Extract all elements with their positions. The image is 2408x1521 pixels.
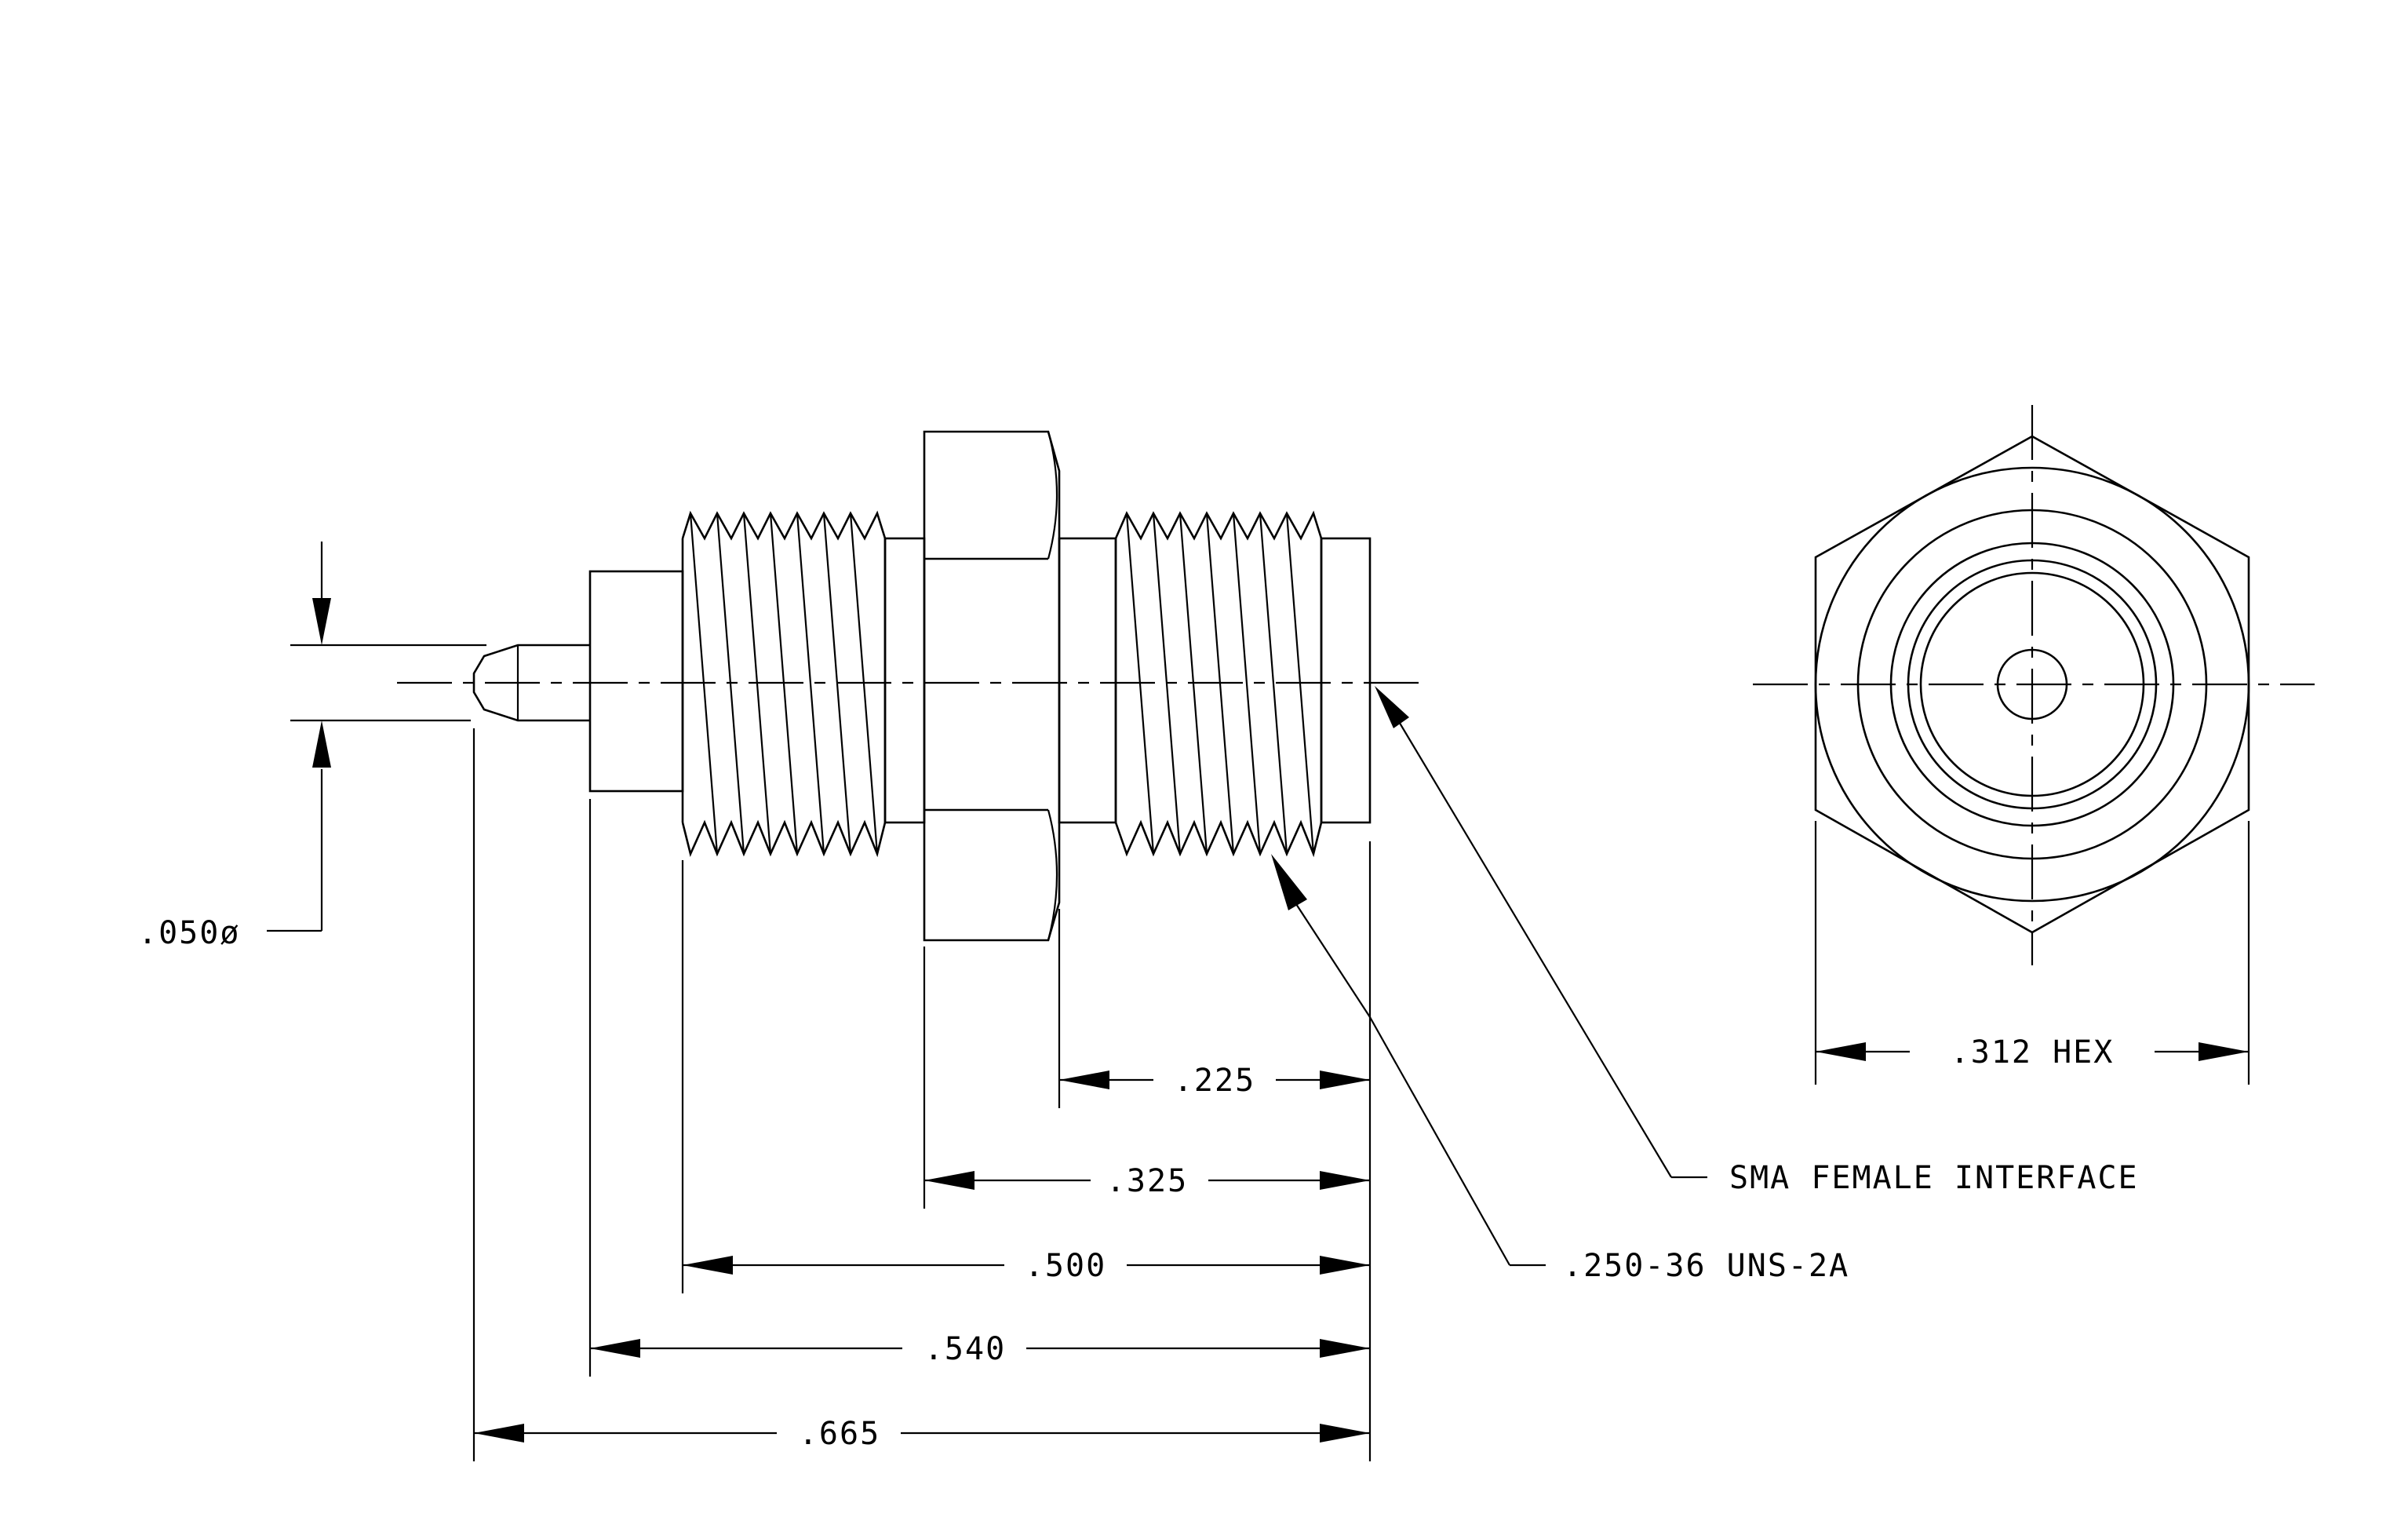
neck [1058, 537, 1117, 824]
thread-callout: .250-36 UNS-2A [1563, 1248, 1849, 1284]
interface-leader [1375, 686, 1707, 1179]
hex-nut-side [923, 430, 1061, 942]
hex-dimension [1814, 821, 2250, 1085]
pin-diameter-dimension [267, 542, 486, 932]
dim-500-label: .500 [1025, 1248, 1106, 1284]
side-view [397, 430, 1430, 942]
dim-665-label: .665 [799, 1416, 880, 1452]
end-view [1753, 405, 2315, 965]
interface-callout: SMA FEMALE INTERFACE [1729, 1160, 2139, 1196]
dim-325 [924, 1171, 1370, 1190]
dim-500 [683, 1256, 1370, 1275]
extension-lines [472, 728, 1372, 1461]
dim-225-label: .225 [1174, 1063, 1255, 1099]
hex-dimension-label: .312 HEX [1951, 1034, 2115, 1071]
dim-225 [1059, 1071, 1370, 1089]
dim-540 [590, 1339, 1370, 1358]
shoulder [883, 537, 926, 824]
dim-665 [474, 1424, 1370, 1443]
thread-leader [1271, 854, 1546, 1267]
rear-flange [588, 570, 684, 793]
pin-diameter-label: .050ø [138, 915, 240, 951]
dim-325-label: .325 [1106, 1163, 1188, 1199]
hex-chamfer-circle [1814, 466, 2250, 903]
dim-540-label: .540 [924, 1331, 1006, 1367]
front-face [1320, 537, 1372, 824]
